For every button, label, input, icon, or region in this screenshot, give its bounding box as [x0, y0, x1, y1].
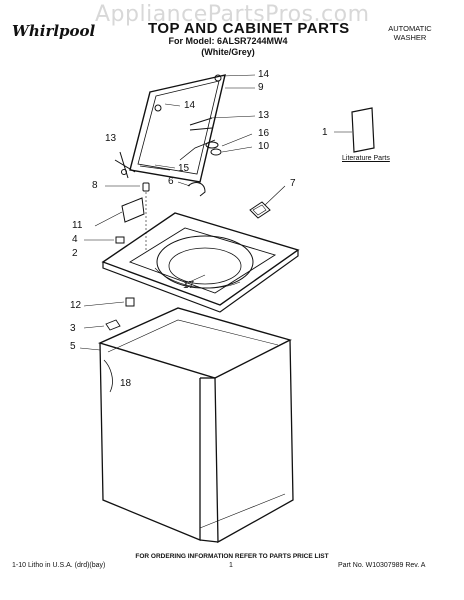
callout-10: 10 — [258, 141, 270, 152]
callout-18: 18 — [120, 378, 132, 389]
category-line-1: AUTOMATIC — [388, 24, 432, 33]
callout-14-mid: 14 — [184, 100, 196, 111]
footer-part-number: Part No. W10307989 Rev. A — [338, 562, 426, 569]
color-line: (White/Grey) — [201, 47, 255, 57]
footer-page-number: 1 — [229, 562, 233, 569]
callout-12: 12 — [70, 300, 82, 311]
literature-booklet — [334, 107, 375, 153]
page-title: TOP AND CABINET PARTS — [148, 20, 350, 37]
callout-1: 1 — [322, 127, 328, 138]
callout-5: 5 — [70, 341, 76, 352]
callout-14-top: 14 — [258, 69, 270, 80]
callout-13-right: 13 — [258, 110, 270, 121]
callout-2: 2 — [72, 248, 78, 259]
small-parts — [83, 181, 286, 331]
callout-7: 7 — [290, 178, 296, 189]
category-label: AUTOMATIC WASHER — [380, 24, 440, 42]
model-subtitle: For Model: 6ALSR7244MW4 (White/Grey) — [128, 36, 328, 58]
literature-parts-label: Literature Parts — [342, 155, 390, 162]
callout-6: 6 — [168, 176, 174, 187]
brand-logo: Whirlpool — [12, 22, 96, 40]
lid-part — [129, 74, 226, 183]
leader-lines — [154, 74, 256, 285]
top-panel — [101, 212, 300, 313]
category-line-2: WASHER — [393, 33, 427, 42]
callout-15: 15 — [178, 163, 190, 174]
watermark: AppliancePartsPros.com — [95, 2, 370, 27]
lid-hardware — [205, 133, 253, 156]
callout-3: 3 — [70, 323, 76, 334]
ordering-info: FOR ORDERING INFORMATION REFER TO PARTS … — [135, 553, 329, 560]
model-line: For Model: 6ALSR7244MW4 — [168, 36, 288, 46]
callout-17: 17 — [183, 280, 195, 291]
callout-9: 9 — [258, 82, 264, 93]
cabinet — [79, 307, 294, 544]
callout-4: 4 — [72, 234, 78, 245]
callout-13-left: 13 — [105, 133, 117, 144]
hinge-pins — [114, 117, 213, 179]
callout-11: 11 — [72, 220, 83, 231]
callout-8: 8 — [92, 180, 98, 191]
callout-16: 16 — [258, 128, 270, 139]
footer-litho: 1-10 Litho in U.S.A. (drd)(bay) — [12, 562, 106, 569]
